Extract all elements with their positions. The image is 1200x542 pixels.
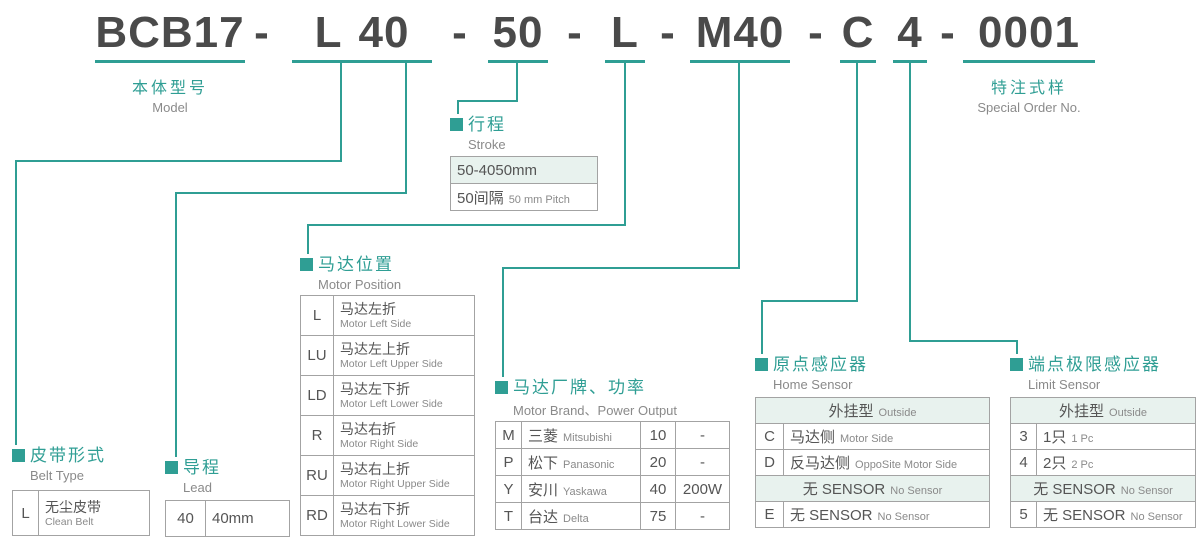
code-belt-lead-group: L 40 bbox=[292, 6, 432, 63]
special-order-label: 特注式样 Special Order No. bbox=[955, 74, 1103, 115]
connector-line bbox=[15, 160, 342, 162]
hyphen: - bbox=[660, 8, 676, 57]
hyphen: - bbox=[808, 8, 824, 57]
connector-line bbox=[909, 63, 911, 342]
connector-line bbox=[175, 192, 177, 457]
code-motor-position: L bbox=[605, 6, 645, 63]
connector-line bbox=[1016, 340, 1018, 354]
connector-line bbox=[405, 63, 407, 194]
motor-position-block-title: 马达位置 Motor Position bbox=[300, 250, 401, 292]
limit-sensor-block-title: 端点极限感应器 Limit Sensor bbox=[1010, 350, 1161, 392]
hyphen: - bbox=[567, 8, 583, 57]
connector-line bbox=[761, 300, 858, 302]
square-bullet-icon bbox=[12, 449, 25, 462]
connector-line bbox=[457, 100, 518, 102]
connector-line bbox=[516, 63, 518, 102]
hyphen: - bbox=[452, 8, 468, 57]
square-bullet-icon bbox=[755, 358, 768, 371]
connector-line bbox=[502, 267, 504, 377]
model-label-en: Model bbox=[152, 100, 188, 115]
connector-line bbox=[738, 63, 740, 269]
connector-line bbox=[307, 224, 626, 226]
code-stroke: 50 bbox=[488, 6, 548, 63]
connector-line bbox=[856, 63, 858, 302]
code-motor-brand: M40 bbox=[690, 6, 790, 63]
connector-line bbox=[624, 63, 626, 226]
code-belt: L bbox=[314, 8, 343, 57]
belt-type-block-title: 皮带形式 Belt Type bbox=[12, 441, 106, 483]
connector-line bbox=[457, 100, 459, 114]
code-home-sensor: C bbox=[840, 6, 876, 63]
table-row: 40 40mm bbox=[165, 500, 290, 537]
connector-line bbox=[15, 160, 17, 445]
square-bullet-icon bbox=[300, 258, 313, 271]
square-bullet-icon bbox=[165, 461, 178, 474]
code-special-order: 0001 bbox=[963, 6, 1095, 63]
model-label-zh: 本体型号 bbox=[131, 80, 208, 97]
table-row: 50-4050mm bbox=[450, 156, 598, 184]
special-order-label-zh: 特注式样 bbox=[990, 80, 1067, 97]
code-lead: 40 bbox=[358, 8, 410, 57]
connector-line bbox=[307, 224, 309, 254]
square-bullet-icon bbox=[495, 381, 508, 394]
connector-line bbox=[909, 340, 1018, 342]
code-limit-sensor: 4 bbox=[893, 6, 927, 63]
special-order-label-en: Special Order No. bbox=[977, 100, 1081, 115]
hyphen: - bbox=[254, 8, 270, 57]
lead-block-title: 导程 Lead bbox=[165, 453, 221, 495]
hyphen: - bbox=[940, 8, 956, 57]
home-sensor-block-title: 原点感应器 Home Sensor bbox=[755, 350, 868, 392]
stroke-block-title: 行程 Stroke bbox=[450, 110, 506, 152]
lead-table: 40 40mm bbox=[165, 500, 290, 537]
connector-line bbox=[340, 63, 342, 162]
connector-line bbox=[502, 267, 740, 269]
square-bullet-icon bbox=[450, 118, 463, 131]
code-model: BCB17 bbox=[95, 6, 245, 63]
connector-line bbox=[761, 300, 763, 354]
square-bullet-icon bbox=[1010, 358, 1023, 371]
model-label: 本体型号 Model bbox=[95, 74, 245, 115]
motor-brand-block-title: 马达厂牌、功率 Motor Brand、Power Output bbox=[495, 373, 677, 419]
connector-line bbox=[175, 192, 407, 194]
